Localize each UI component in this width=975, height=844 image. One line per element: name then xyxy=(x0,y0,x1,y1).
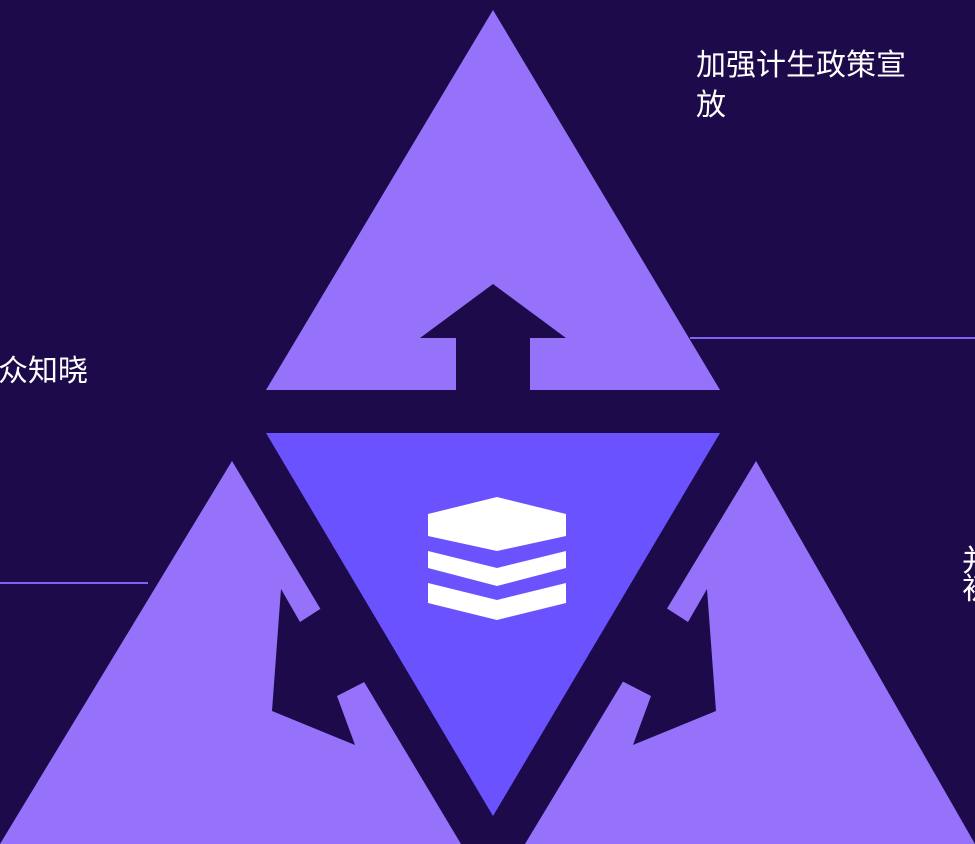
label-right-line-2: 初 xyxy=(962,575,975,605)
label-top: 加强计生政策宣 放 xyxy=(696,46,906,126)
triangle-bottom-right xyxy=(525,461,975,844)
arrow-down-right-icon xyxy=(612,589,716,745)
triangle-center xyxy=(266,433,720,816)
triangle-bottom-left xyxy=(0,461,461,844)
triangle-top xyxy=(266,10,720,390)
label-top-line-1: 加强计生政策宣 xyxy=(696,48,906,83)
layers-icon xyxy=(428,497,566,620)
arrow-up-icon xyxy=(420,284,566,390)
label-right: 并 初 xyxy=(962,547,975,605)
label-left: 众知晓 xyxy=(0,352,88,392)
label-top-line-2: 放 xyxy=(696,88,726,123)
arrow-down-left-icon xyxy=(272,589,376,745)
label-right-line-1: 并 xyxy=(962,547,975,577)
label-left-line-1: 众知晓 xyxy=(0,354,88,389)
